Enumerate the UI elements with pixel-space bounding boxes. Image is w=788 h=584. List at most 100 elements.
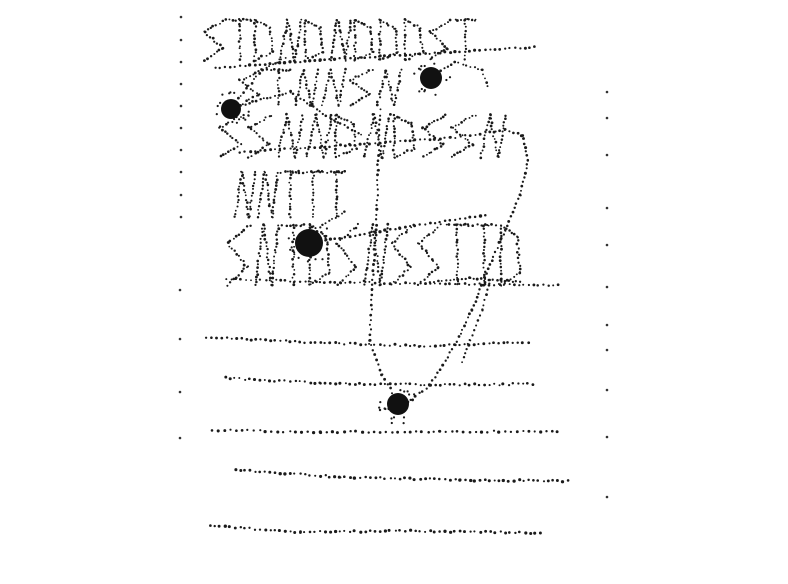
handwriting-dot [337, 104, 340, 107]
handwriting-dot [367, 259, 370, 262]
stroke-dot [360, 133, 362, 136]
ruled-line-dot [217, 524, 221, 528]
handwriting-dot [314, 227, 317, 230]
handwriting-dot [321, 104, 323, 107]
stroke-dot [318, 110, 321, 113]
stroke-dot [299, 147, 302, 150]
ruled-line-dot [373, 281, 377, 285]
handwriting-dot [247, 212, 250, 216]
handwriting-dot [450, 155, 453, 158]
marker-halo-dot [408, 393, 411, 396]
ruled-line-dot [516, 341, 519, 344]
stroke-dot [250, 82, 254, 85]
handwriting-dot [271, 216, 274, 219]
handwriting-dot [482, 224, 485, 228]
handwriting-dot [338, 25, 341, 28]
stroke-dot [478, 288, 481, 291]
handwriting-dot [351, 123, 354, 126]
handwriting-dot [436, 266, 440, 269]
ruled-line-dot [246, 428, 249, 431]
handwriting-dot [392, 125, 396, 128]
handwriting-dot [249, 224, 252, 227]
handwriting-dot [434, 34, 437, 38]
handwriting-dot [273, 195, 276, 198]
stroke-dot [369, 313, 373, 317]
handwriting-dot [294, 52, 298, 56]
handwriting-dot [298, 138, 301, 141]
handwriting-dot [513, 275, 516, 278]
ruled-line-dot [373, 383, 377, 387]
handwriting-dot [305, 87, 308, 90]
stroke-dot [477, 68, 479, 71]
handwriting-dot [365, 71, 368, 74]
handwriting-dot [271, 276, 275, 280]
stroke-dot [370, 283, 374, 286]
ruled-line-dot [373, 343, 376, 346]
stroke-dot [423, 138, 426, 141]
ruled-line-dot [555, 430, 559, 434]
handwriting-dot [456, 252, 459, 255]
stroke-dot [454, 218, 457, 222]
stroke-dot [374, 142, 377, 145]
handwriting-dot [433, 229, 436, 232]
stroke-dot [454, 136, 457, 140]
ruled-line-dot [364, 475, 367, 479]
handwriting-dot [393, 240, 397, 243]
stroke-dot [248, 102, 251, 105]
handwriting-dot [267, 270, 271, 273]
stroke-dot [251, 100, 254, 103]
handwriting-dot [382, 21, 385, 24]
stroke-dot [376, 169, 379, 172]
handwriting-dot [288, 207, 292, 211]
marker-dot [420, 67, 442, 89]
ruled-line-dot [215, 336, 218, 340]
handwriting-dot [464, 47, 468, 51]
handwriting-dot [274, 251, 277, 254]
handwriting-dot [376, 260, 379, 262]
stroke-dot [443, 67, 446, 70]
handwriting-dot [263, 233, 267, 237]
marker-halo-dot [434, 93, 437, 96]
stroke-dot [519, 47, 522, 50]
handwriting-dot [246, 156, 250, 159]
handwriting-dot [258, 255, 262, 258]
stroke-dot [387, 54, 392, 58]
handwriting-dot [291, 142, 294, 145]
handwriting-dot [357, 85, 360, 88]
ruled-line-dot [413, 344, 416, 347]
handwriting-dot [320, 41, 323, 44]
handwriting-dot [336, 242, 339, 245]
stroke-dot [428, 52, 431, 55]
ruled-line-dot [414, 383, 417, 386]
handwriting-dot [342, 75, 345, 78]
handwriting-dot [379, 39, 382, 43]
handwriting-dot [313, 120, 316, 123]
handwriting-dot [364, 95, 368, 98]
handwriting-dot [455, 130, 459, 134]
ruled-line-dot [463, 343, 466, 346]
handwriting-dot [250, 155, 253, 158]
handwriting-dot [299, 120, 303, 124]
stroke-dot [375, 213, 378, 216]
ruled-line-dot [394, 281, 397, 284]
ruled-line-dot [379, 382, 383, 386]
ruled-line-dot [497, 341, 500, 345]
stroke-dot [497, 240, 501, 244]
ruled-line-dot [263, 429, 267, 434]
stroke-dot [436, 371, 439, 374]
handwriting-dot [351, 148, 354, 151]
margin-dot [605, 90, 609, 94]
handwriting-dot [367, 256, 370, 259]
handwriting-dot [499, 227, 503, 230]
stroke-dot [484, 48, 487, 52]
ruled-line-dot [427, 431, 430, 434]
handwriting-dot [291, 257, 294, 261]
handwriting-dot [432, 29, 435, 32]
handwriting-dot [342, 152, 345, 155]
stroke-dot [262, 97, 265, 100]
handwriting-dot [385, 234, 389, 237]
margin-dot [179, 215, 183, 219]
ruled-line-dot [322, 281, 326, 284]
handwriting-dot [387, 80, 390, 83]
margin-dot [178, 288, 182, 292]
